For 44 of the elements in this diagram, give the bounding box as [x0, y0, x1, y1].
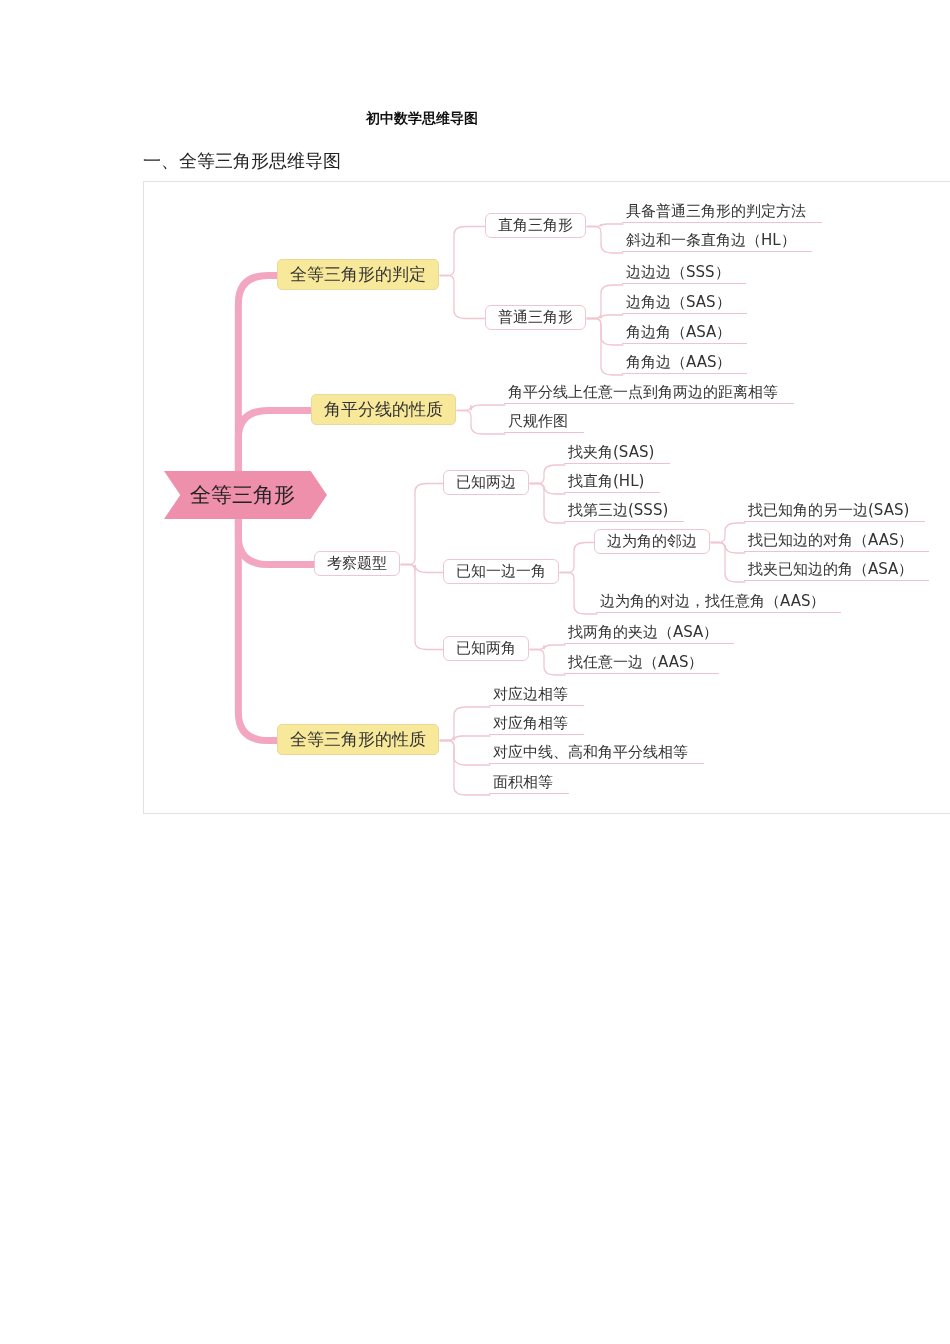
- leaf-topic: 具备普通三角形的判定方法: [622, 200, 822, 223]
- leaf-topic: 找直角(HL): [564, 470, 661, 493]
- leaf-topic: 找夹角(SAS): [564, 441, 671, 464]
- leaf-topic: 斜边和一条直角边（HL）: [622, 229, 812, 252]
- section-heading: 一、全等三角形思维导图: [143, 149, 341, 173]
- connector-line: [710, 541, 746, 583]
- leaf-topic: 找已知角的另一边(SAS): [744, 499, 926, 522]
- leaf-topic: 对应中线、高和角平分线相等: [489, 741, 704, 764]
- leaf-topic: 找两角的夹边（ASA）: [564, 621, 735, 644]
- central-topic-banner: 全等三角形: [164, 471, 327, 519]
- subtopic-box: 已知两边: [443, 470, 529, 495]
- connector-line: [400, 563, 445, 651]
- subtopic-box: 已知两角: [443, 636, 529, 661]
- leaf-topic: 边为角的对边，找任意角（AAS）: [596, 590, 842, 613]
- leaf-topic: 尺规作图: [504, 410, 584, 433]
- leaf-topic: 找任意一边（AAS）: [564, 651, 720, 674]
- connector-line: [456, 409, 506, 435]
- connector-line: [439, 274, 487, 320]
- branch-topic: 全等三角形的性质: [277, 724, 439, 755]
- leaf-topic: 角边角（ASA）: [622, 321, 748, 344]
- leaf-topic: 面积相等: [489, 771, 569, 794]
- leaf-topic: 对应角相等: [489, 712, 584, 735]
- leaf-topic: 找夹已知边的角（ASA）: [744, 558, 930, 581]
- branch-topic: 角平分线的性质: [311, 394, 456, 425]
- subtopic-box: 边为角的邻边: [594, 529, 710, 554]
- connector-line: [439, 739, 491, 796]
- leaf-topic: 角平分线上任意一点到角两边的距离相等: [504, 381, 794, 404]
- connector-line: [559, 571, 598, 615]
- subtopic-box: 直角三角形: [485, 213, 586, 238]
- connector-line: [586, 317, 624, 376]
- subtopic-box: 普通三角形: [485, 305, 586, 330]
- subtopic-box: 已知一边一角: [443, 559, 559, 584]
- connector-line: [586, 225, 624, 254]
- leaf-topic: 边边边（SSS）: [622, 261, 746, 284]
- connector-line: [529, 482, 566, 524]
- leaf-topic: 角角边（AAS）: [622, 351, 748, 374]
- leaf-topic: 找已知边的对角（AAS）: [744, 529, 930, 552]
- subtopic-box: 考察题型: [314, 551, 400, 576]
- leaf-topic: 对应边相等: [489, 683, 584, 706]
- connector-line: [529, 648, 566, 676]
- page-title: 初中数学思维导图: [365, 110, 479, 128]
- leaf-topic: 找第三边(SSS): [564, 499, 685, 522]
- leaf-topic: 边角边（SAS）: [622, 291, 747, 314]
- branch-topic: 全等三角形的判定: [277, 259, 439, 290]
